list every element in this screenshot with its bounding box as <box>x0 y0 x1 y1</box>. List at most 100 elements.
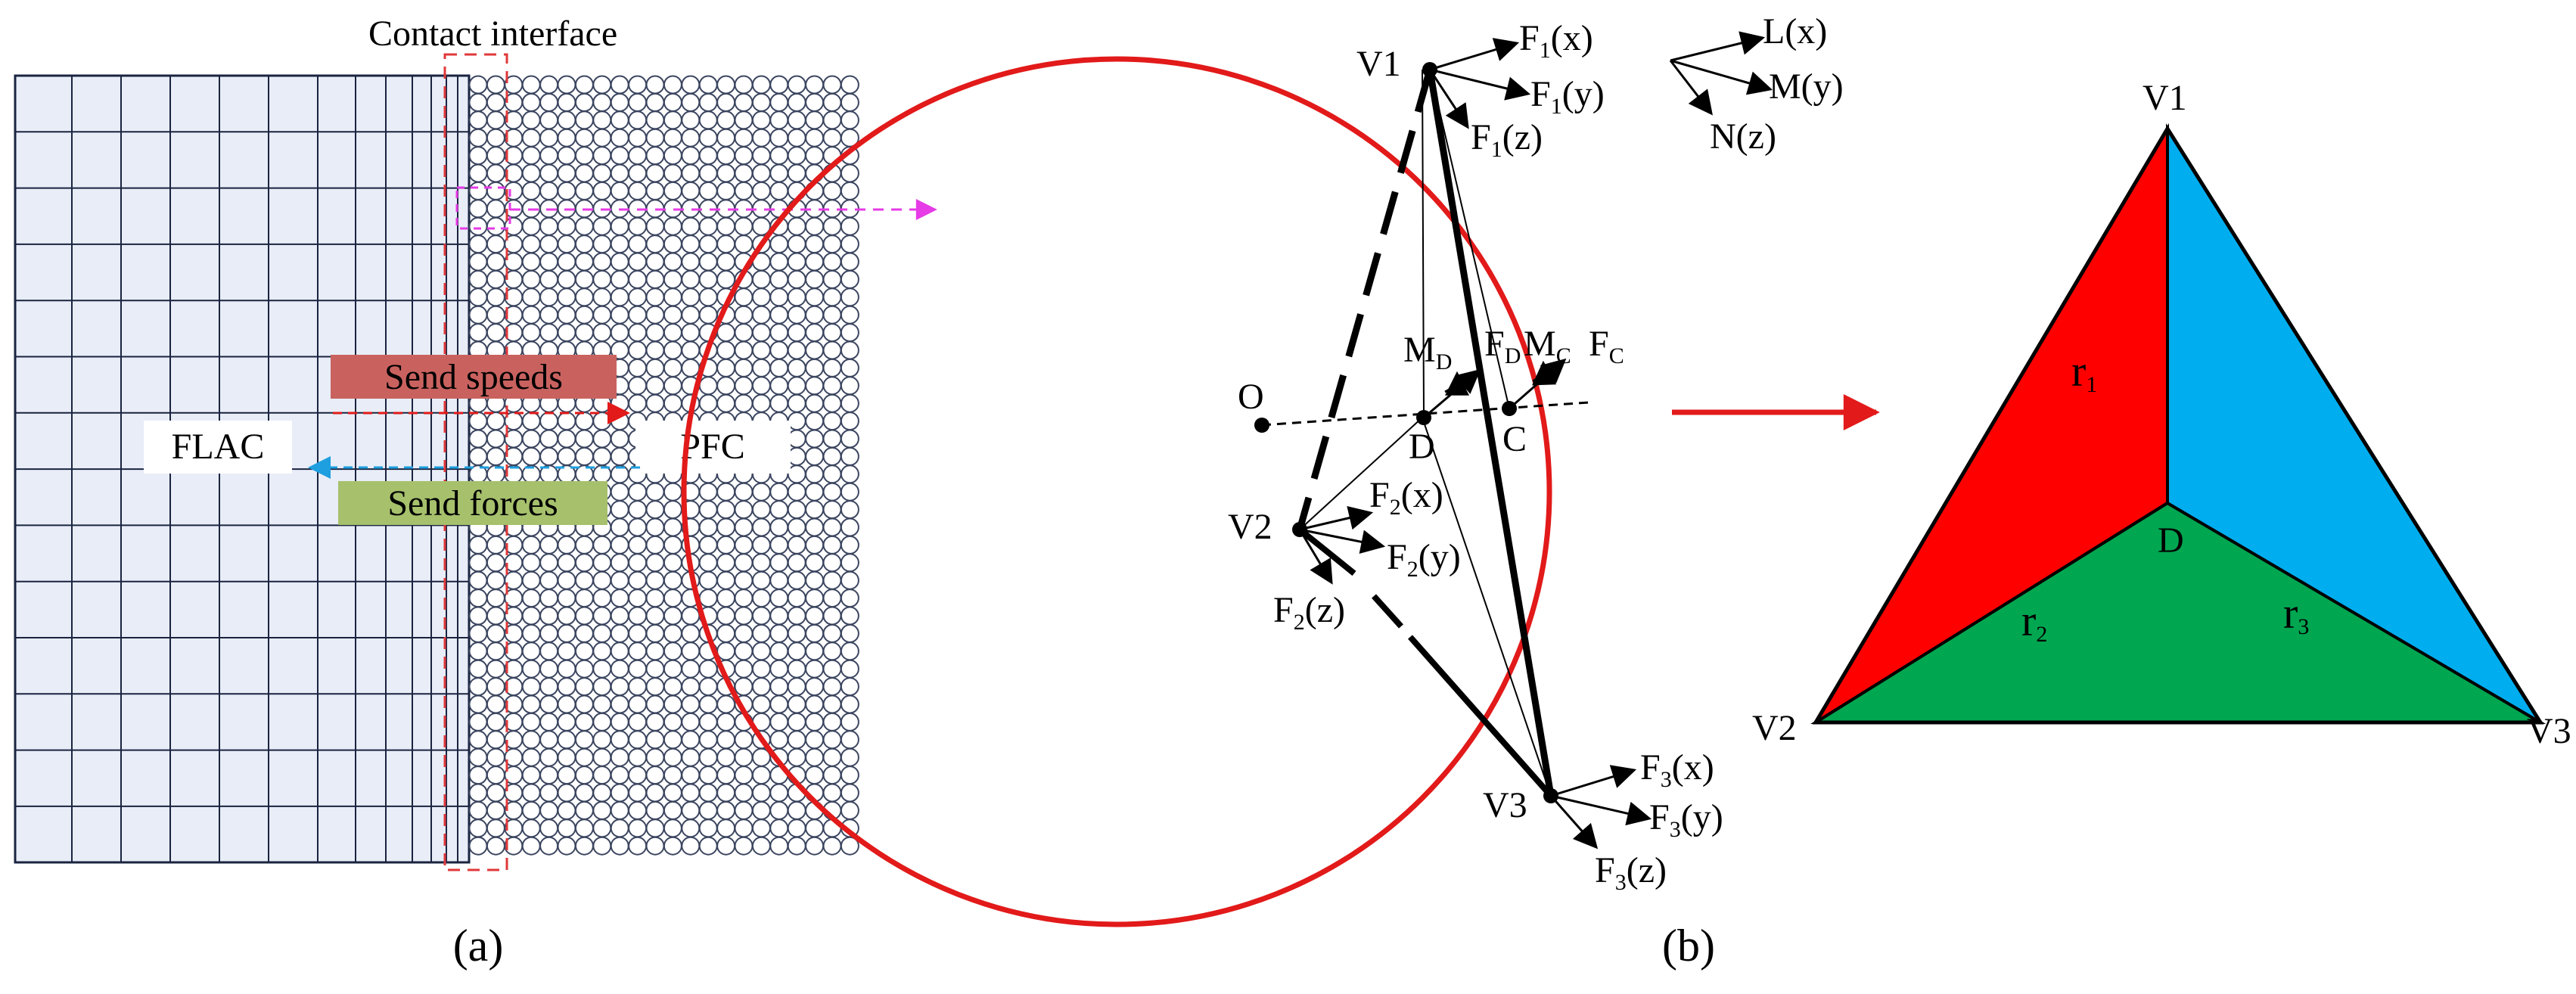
particle <box>734 181 754 200</box>
particle <box>769 92 789 112</box>
particle <box>521 146 541 166</box>
particle <box>539 446 559 466</box>
particle <box>822 92 842 112</box>
particle <box>521 110 541 130</box>
particle <box>663 836 682 856</box>
particle <box>769 818 789 838</box>
particle <box>840 305 859 325</box>
particle <box>574 694 594 714</box>
particle <box>645 606 665 626</box>
particle <box>663 818 682 838</box>
particle <box>592 181 612 200</box>
particle <box>734 393 754 413</box>
particle <box>539 252 559 272</box>
particle <box>698 589 718 608</box>
particle <box>822 836 842 856</box>
label-v3: V3 <box>1483 785 1527 825</box>
flac-box <box>144 421 292 474</box>
particle <box>698 570 718 590</box>
particle <box>610 623 629 643</box>
f2y-arrow <box>1299 528 1386 554</box>
particle <box>681 836 701 856</box>
v1-d-line <box>1422 69 1425 417</box>
particle <box>805 305 825 325</box>
particle <box>698 376 718 396</box>
particle <box>468 677 488 697</box>
particle <box>769 482 789 502</box>
particle <box>787 570 806 590</box>
particle <box>805 606 825 626</box>
particle <box>645 500 665 520</box>
particle <box>557 216 576 236</box>
particle <box>769 659 789 679</box>
particle <box>486 305 505 325</box>
particle <box>663 800 682 820</box>
particle <box>557 783 576 803</box>
particle <box>645 553 665 573</box>
particle <box>557 553 576 573</box>
particle <box>610 252 629 272</box>
particle <box>486 181 505 200</box>
particle <box>734 305 754 325</box>
particle <box>663 606 682 626</box>
fd-arrow <box>1423 368 1481 419</box>
particle <box>822 376 842 396</box>
particle <box>769 146 789 166</box>
particle <box>787 500 806 520</box>
particle <box>468 92 488 112</box>
particle <box>468 128 488 148</box>
particle <box>486 146 505 166</box>
particle <box>557 110 576 130</box>
particle <box>628 677 648 697</box>
particle <box>592 641 612 661</box>
particle <box>663 500 682 520</box>
particle <box>805 323 825 343</box>
particle <box>787 446 806 466</box>
particle <box>610 641 629 661</box>
particle <box>698 128 718 148</box>
particle <box>751 323 771 343</box>
particle <box>486 553 505 573</box>
particle <box>716 694 736 714</box>
particle <box>769 800 789 820</box>
particle <box>681 216 701 236</box>
particle <box>805 110 825 130</box>
particle <box>539 305 559 325</box>
particle <box>663 535 682 554</box>
particle <box>751 517 771 537</box>
particle <box>521 429 541 449</box>
particle <box>751 110 771 130</box>
particle <box>840 606 859 626</box>
particle <box>751 181 771 200</box>
particle <box>822 677 842 697</box>
particle <box>734 323 754 343</box>
particle <box>539 128 559 148</box>
particle <box>610 181 629 200</box>
particle <box>628 606 648 626</box>
particle <box>698 500 718 520</box>
particle <box>645 252 665 272</box>
particle <box>840 517 859 537</box>
bounding-circle <box>681 56 1552 927</box>
particle <box>734 800 754 820</box>
particle <box>592 323 612 343</box>
particle <box>628 730 648 750</box>
particle <box>592 128 612 148</box>
particle <box>468 818 488 838</box>
particle <box>645 641 665 661</box>
particle <box>734 128 754 148</box>
v1-c-line <box>1429 69 1510 409</box>
particle <box>468 730 488 750</box>
particle <box>716 553 736 573</box>
particle <box>822 766 842 785</box>
particle <box>645 163 665 183</box>
particle <box>610 128 629 148</box>
particle <box>521 323 541 343</box>
particle <box>663 623 682 643</box>
particle <box>539 146 559 166</box>
particle <box>734 553 754 573</box>
particle <box>716 730 736 750</box>
particle <box>574 570 594 590</box>
particle <box>787 146 806 166</box>
particle <box>840 269 859 289</box>
